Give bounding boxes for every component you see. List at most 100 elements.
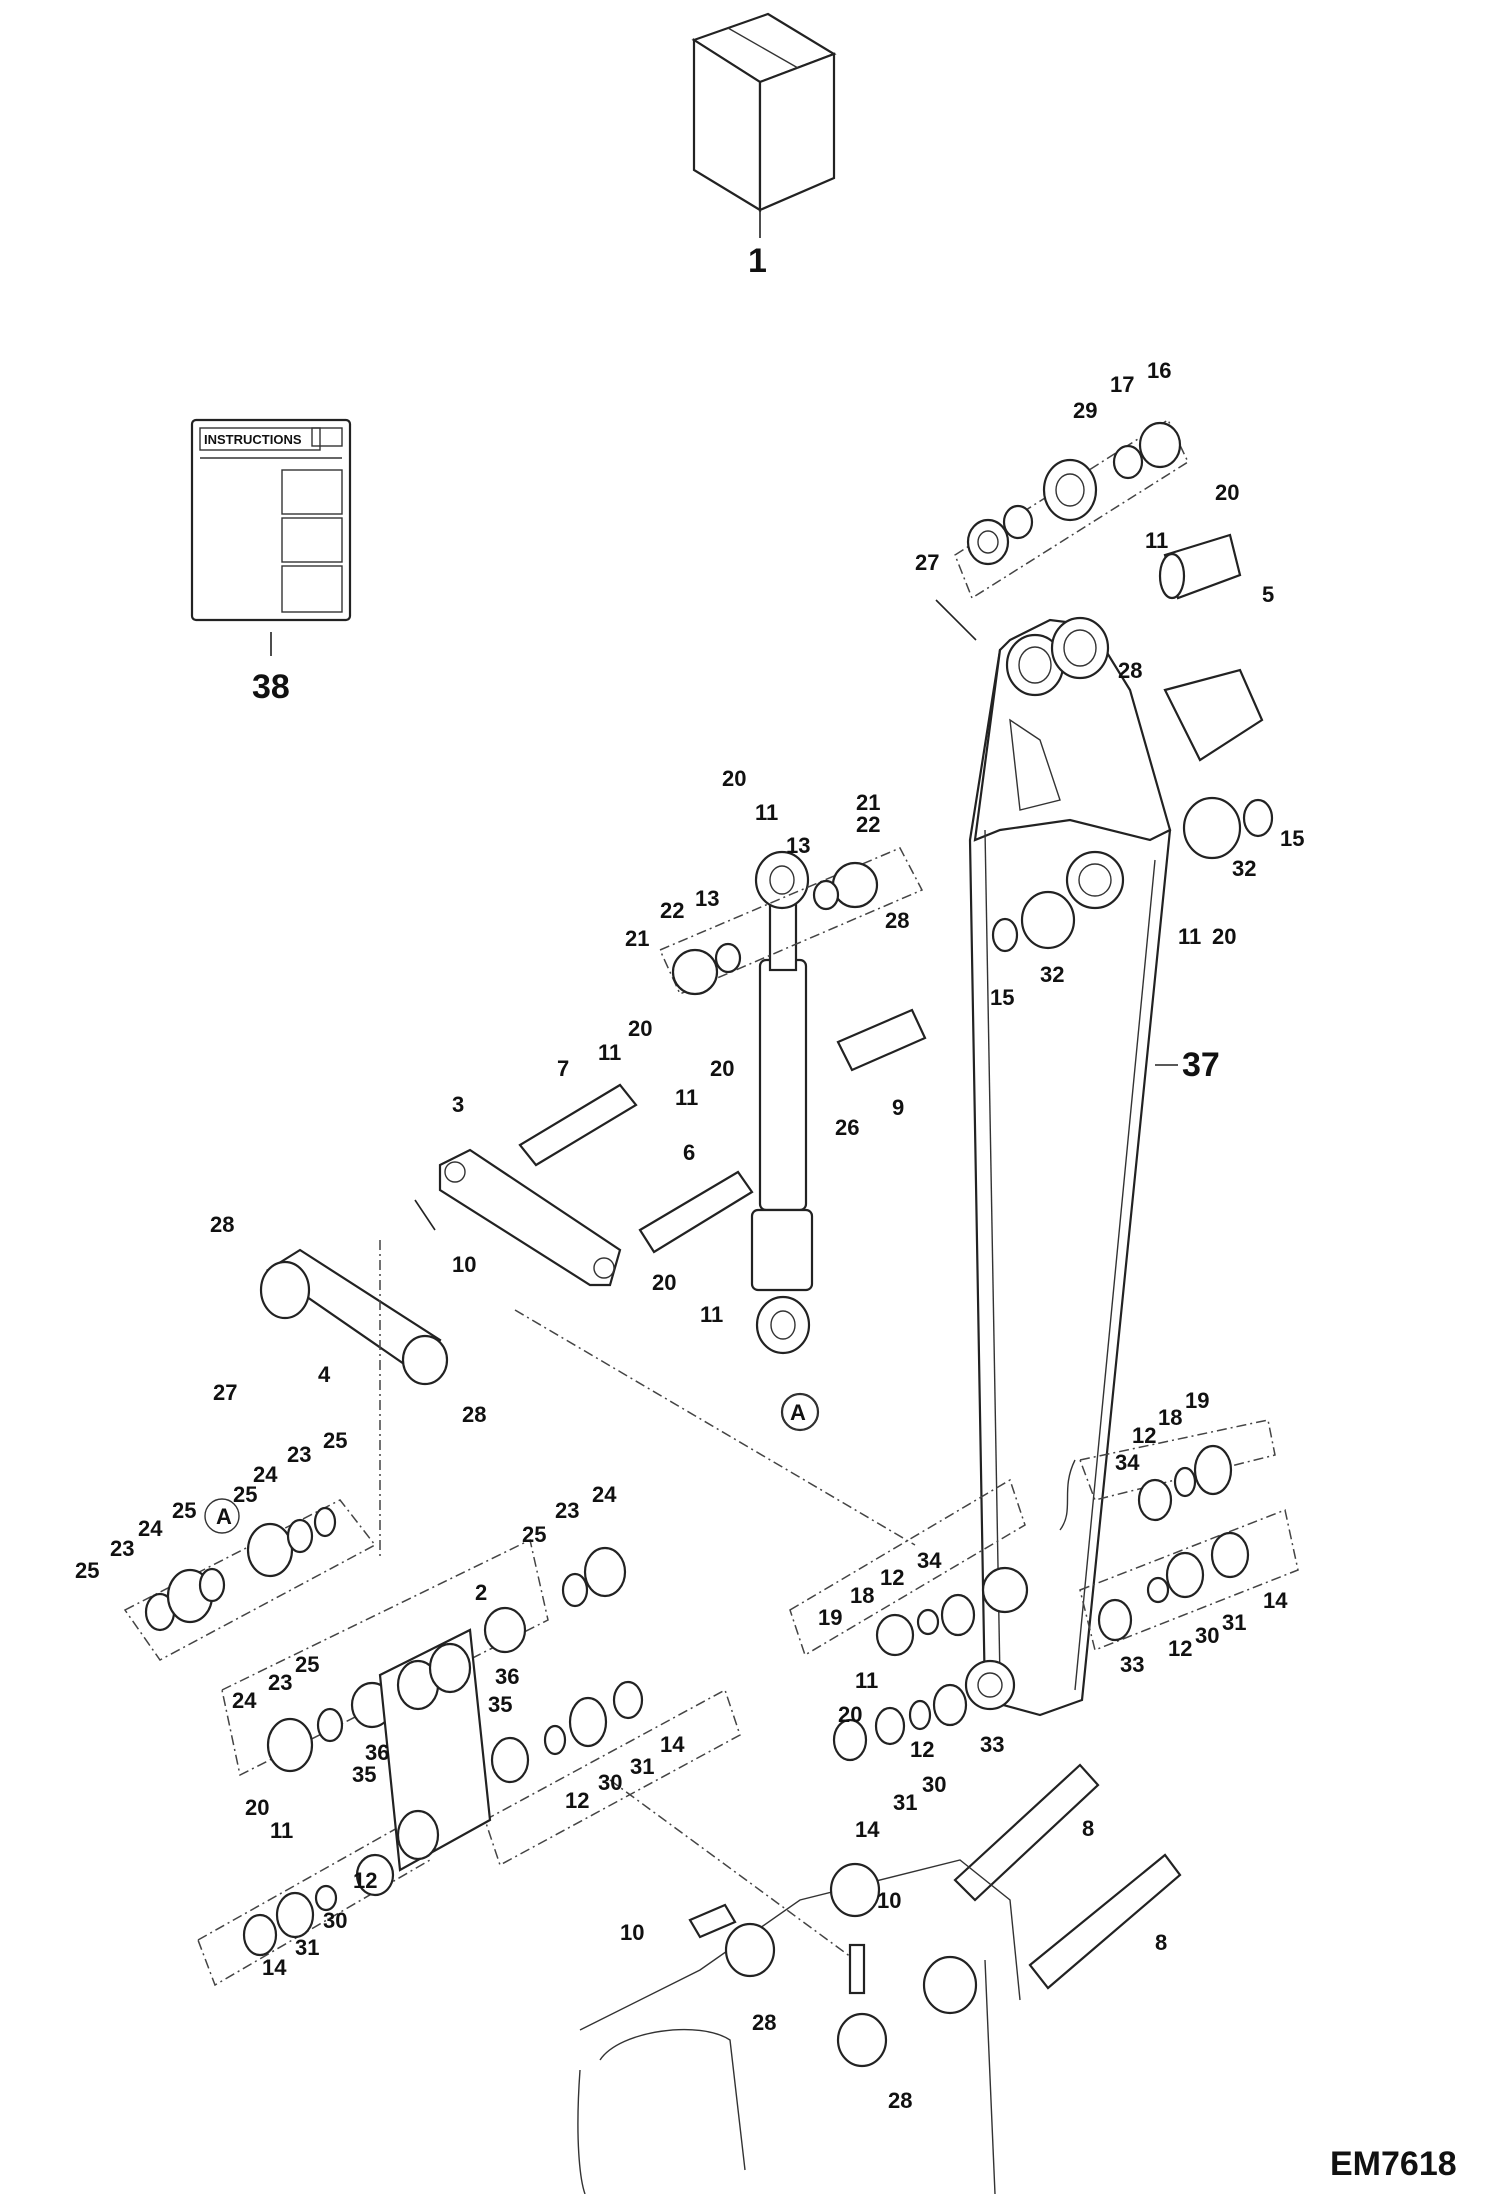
callout: 25 [75,1558,99,1583]
callout: A [790,1400,806,1425]
callout: 10 [620,1920,644,1945]
callout: 11 [675,1085,698,1110]
callout: 28 [210,1212,234,1237]
arm-pivot-hardware [935,418,1274,953]
callout: 3 [452,1092,464,1117]
callout: 11 [1145,528,1168,553]
callout: 10 [452,1252,476,1277]
callout: 13 [695,886,719,911]
callout: 28 [885,908,909,933]
callout: 28 [1118,658,1142,683]
callout: 11 [700,1302,723,1327]
callout: 26 [835,1115,859,1140]
callout: 22 [856,812,880,837]
callout: 8 [1082,1816,1094,1841]
callout: 32 [1232,856,1256,881]
callout: 21 [856,790,880,815]
drawing-code: EM7618 [1330,2145,1457,2183]
arm-label: 37 [1182,1046,1220,1084]
callout: 20 [628,1016,652,1041]
callout: 18 [850,1583,874,1608]
callout: 11 [755,800,778,825]
callout: 14 [855,1817,880,1842]
callout: 12 [1132,1423,1156,1448]
callout: 30 [598,1770,622,1795]
callout: 8 [1155,1930,1167,1955]
callout: 22 [660,898,684,923]
callout: 9 [892,1095,904,1120]
callout: 27 [915,550,939,575]
callout: 12 [353,1868,377,1893]
callout: 12 [565,1788,589,1813]
callout: 14 [262,1955,287,1980]
callout: 2 [475,1580,487,1605]
callout: 5 [1262,582,1274,607]
callout: 24 [592,1482,617,1507]
kit-label: 1 [748,242,767,280]
callout: 28 [462,1402,486,1427]
callout: A [216,1504,232,1529]
callout: 28 [752,2010,776,2035]
callout: 7 [557,1056,569,1081]
excavator-arm [964,616,1178,1717]
kit-box [691,12,837,238]
callout: 11 [598,1040,621,1065]
callout: 25 [233,1482,257,1507]
callout: 20 [1215,480,1239,505]
callout: 35 [352,1762,376,1787]
callout: 24 [253,1462,278,1487]
callout: 19 [1185,1388,1209,1413]
callout: 23 [110,1536,134,1561]
callout: 31 [630,1754,654,1779]
callout: 20 [652,1270,676,1295]
callout: 20 [1212,924,1236,949]
arm-cylinder [658,847,924,1432]
callout: 25 [522,1522,546,1547]
callout: 25 [295,1652,319,1677]
callout: 12 [1168,1636,1192,1661]
callout: 23 [268,1670,292,1695]
callout: 13 [786,833,810,858]
callout: 14 [1263,1588,1288,1613]
callout: 11 [1178,924,1201,949]
callout: 11 [855,1668,878,1693]
callout: 31 [1222,1610,1246,1635]
callout: 25 [172,1498,196,1523]
callout: 19 [818,1605,842,1630]
callout: 12 [880,1565,904,1590]
callout: 28 [888,2088,912,2113]
callout: 36 [365,1740,389,1765]
callout: 18 [1158,1405,1182,1430]
callout: 23 [555,1498,579,1523]
callout: 31 [893,1790,917,1815]
callout: 31 [295,1935,319,1960]
callout: 24 [138,1516,163,1541]
callout: 29 [1073,398,1097,423]
manual-label: 38 [252,668,290,706]
callout: 35 [488,1692,512,1717]
links-and-pins [259,1008,927,1386]
callout: 20 [245,1795,269,1820]
callout: 24 [232,1688,257,1713]
callout: 15 [1280,826,1304,851]
callout: 23 [287,1442,311,1467]
bucket-and-pins [577,1763,1182,2195]
callout: 32 [1040,962,1064,987]
callout: 33 [980,1732,1004,1757]
callout-labels: 16 17 29 20 11 27 5 28 15 32 11 20 20 11… [75,358,1304,2113]
callout: 4 [318,1362,331,1387]
callout: 16 [1147,358,1171,383]
callout: 20 [838,1702,862,1727]
callout: 30 [323,1908,347,1933]
operator-manual [190,418,352,656]
callout: 30 [1195,1623,1219,1648]
callout: 27 [213,1380,237,1405]
callout: 34 [1115,1450,1140,1475]
callout: 33 [1120,1652,1144,1677]
callout: 15 [990,985,1014,1010]
callout: 36 [495,1664,519,1689]
callout: 6 [683,1140,695,1165]
callout: 17 [1110,372,1134,397]
